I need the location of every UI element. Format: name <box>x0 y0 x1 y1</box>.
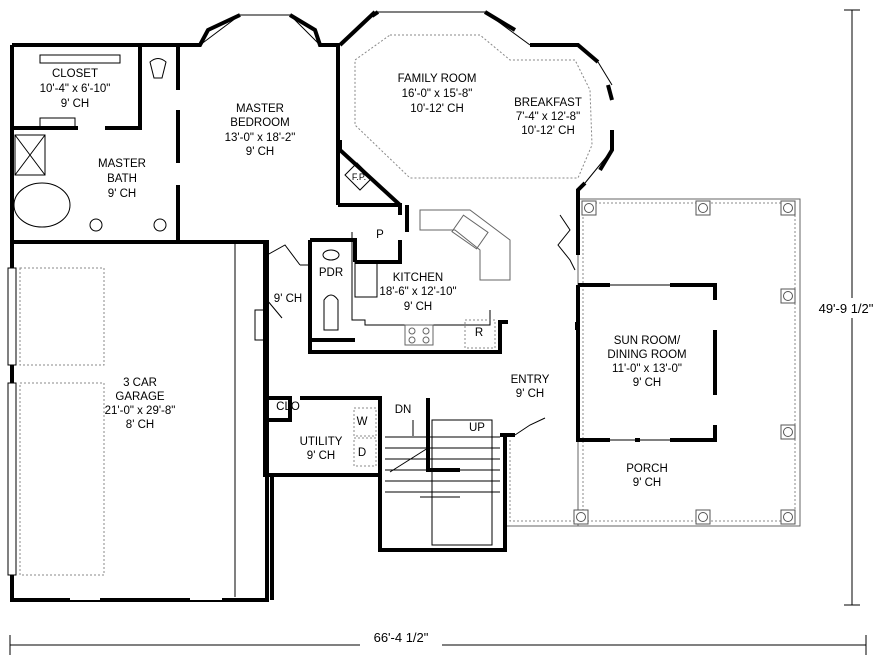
sun-room-size: 11'-0" x 13'-0" <box>612 363 682 375</box>
utility-ceiling: 9' CH <box>307 450 335 462</box>
pantry-label: P <box>376 229 384 241</box>
garage-ceiling: 8' CH <box>126 419 154 431</box>
dryer-label: D <box>358 447 366 459</box>
kitchen-ceiling: 9' CH <box>404 301 432 313</box>
porch-columns <box>573 200 796 525</box>
closet-size: 10'-4" x 6'-10" <box>40 83 111 95</box>
kitchen-label: KITCHEN <box>393 272 443 284</box>
breakfast-size: 7'-4" x 12'-8" <box>516 111 580 123</box>
master-bath-label-2: BATH <box>107 173 137 185</box>
family-room-label: FAMILY ROOM <box>398 73 477 85</box>
dimension-lines <box>9 9 879 655</box>
garage-door-1 <box>7 267 17 366</box>
breakfast-label: BREAKFAST <box>514 97 582 109</box>
walls <box>7 10 717 602</box>
porch-label: PORCH <box>626 463 668 475</box>
garage-door-2 <box>7 382 17 576</box>
master-bath-label: MASTER <box>98 158 146 170</box>
closet-label: CLOSET <box>52 68 98 80</box>
master-bedroom-label-2: BEDROOM <box>230 117 289 129</box>
family-room-ceiling: 10'-12' CH <box>410 103 464 115</box>
master-bedroom-label: MASTER <box>236 103 284 115</box>
refrigerator-label: R <box>475 327 483 339</box>
hall-ceiling: 9' CH <box>274 293 302 305</box>
master-bedroom-ceiling: 9' CH <box>246 146 274 158</box>
porch <box>504 198 801 527</box>
kitchen-size: 18'-6" x 12'-10" <box>379 286 456 298</box>
breakfast-ceiling: 10'-12' CH <box>521 125 575 137</box>
garage-size: 21'-0" x 29'-8" <box>105 405 176 417</box>
garage-label: 3 CAR <box>123 377 157 389</box>
clo-label: CLO <box>276 401 300 413</box>
master-bath-ceiling: 9' CH <box>108 188 136 200</box>
entry-label: ENTRY <box>511 374 550 386</box>
width-dimension: 66'-4 1/2" <box>374 630 429 645</box>
sun-room-label: SUN ROOM/ <box>614 335 681 347</box>
depth-dimension: 49'-9 1/2" <box>819 301 874 316</box>
washer-label: W <box>357 416 368 428</box>
room-labels: CLOSET 10'-4" x 6'-10" 9' CH MASTER BATH… <box>40 68 687 489</box>
porch-ceiling: 9' CH <box>633 477 661 489</box>
family-room-size: 16'-0" x 15'-8" <box>402 88 473 100</box>
stairs-up-label: UP <box>469 422 485 434</box>
master-bedroom-size: 13'-0" x 18'-2" <box>225 132 296 144</box>
closet-ceiling: 9' CH <box>61 98 89 110</box>
garage-label-2: GARAGE <box>115 391 165 403</box>
fireplace-label: F.P. <box>352 172 366 182</box>
sun-room-ceiling: 9' CH <box>633 377 661 389</box>
stairs-down-label: DN <box>395 404 412 416</box>
entry-ceiling: 9' CH <box>516 388 544 400</box>
powder-room-label: PDR <box>319 267 343 279</box>
staircase <box>385 419 500 546</box>
utility-label: UTILITY <box>300 436 343 448</box>
sun-room-label-2: DINING ROOM <box>607 349 686 361</box>
